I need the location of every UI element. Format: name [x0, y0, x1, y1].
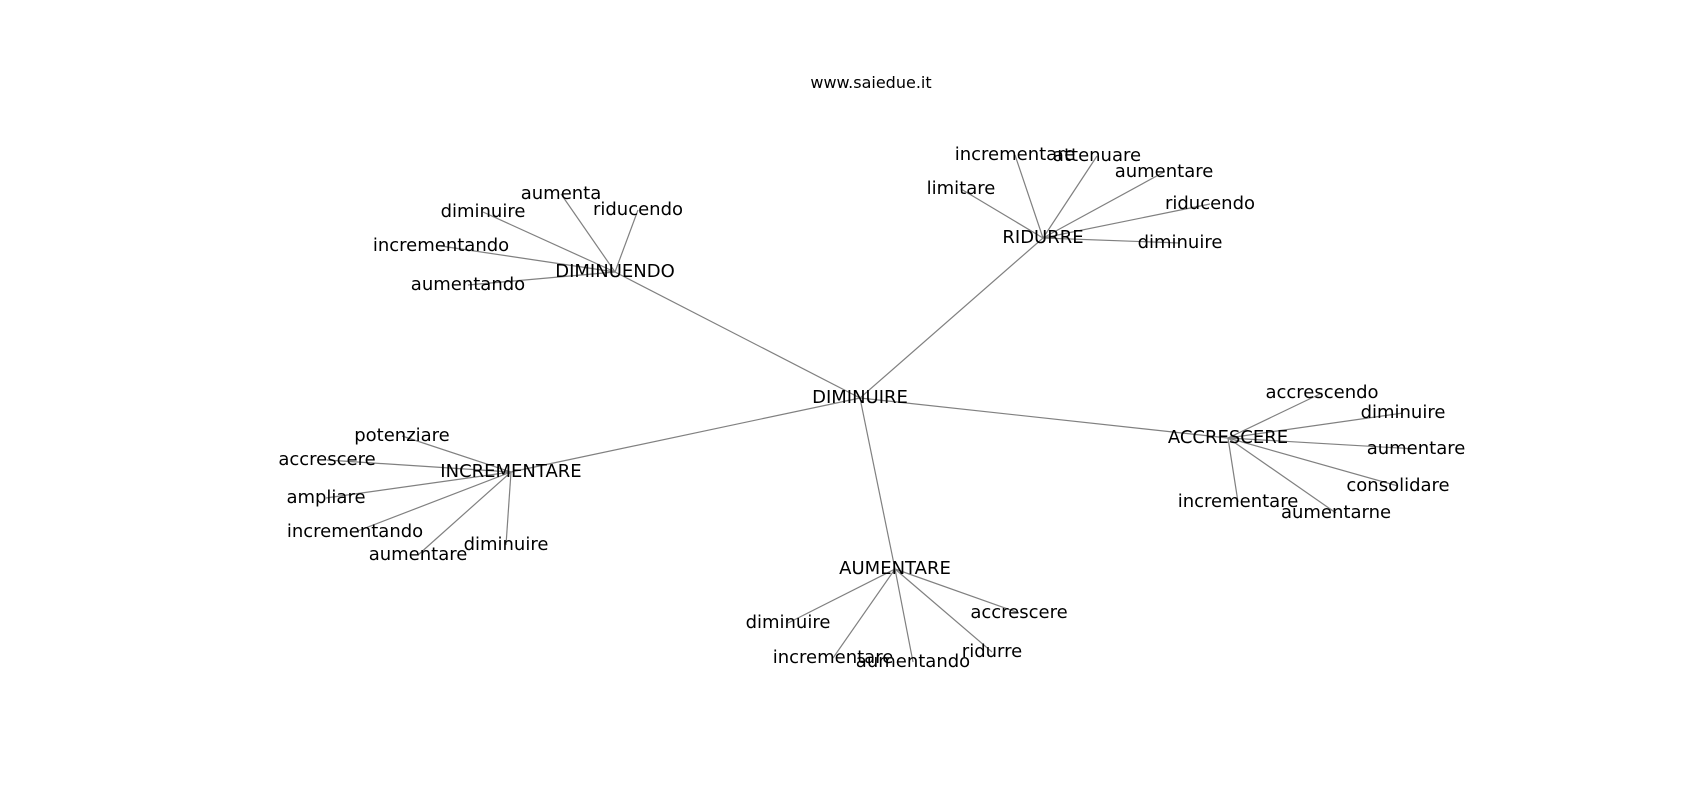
leaf-node-label: aumentando: [411, 274, 525, 295]
edge-hub-leaf: [505, 471, 512, 546]
leaf-node-label: incrementare: [773, 647, 894, 668]
leaf-node-label: consolidare: [1346, 475, 1449, 496]
leaf-node-label: accrescere: [278, 449, 375, 470]
leaf-node-label: aumentando: [856, 651, 970, 672]
leaf-node-label: diminuire: [746, 612, 831, 633]
edge-hub-leaf: [787, 568, 896, 624]
edge-hub-leaf: [417, 471, 512, 556]
leaf-node-label: aumentare: [369, 544, 468, 565]
edge-hub-leaf: [354, 471, 512, 533]
leaf-node-label: riducendo: [593, 199, 683, 220]
leaf-node-label: diminuire: [1138, 232, 1223, 253]
leaf-node-label: ampliare: [286, 487, 365, 508]
edge-hub-leaf: [440, 245, 616, 273]
edge-hub-leaf: [1227, 412, 1404, 439]
edge-hub-leaf: [1042, 203, 1211, 239]
edge-hub-leaf: [467, 271, 616, 286]
edge-hub-leaf: [1042, 155, 1098, 239]
leaf-node-label: incrementando: [373, 235, 509, 256]
edge-hub-leaf: [1227, 392, 1323, 439]
leaf-node-label: aumentare: [1115, 161, 1214, 182]
site-watermark: www.saiedue.it: [810, 73, 931, 92]
leaf-node-label: diminuire: [441, 201, 526, 222]
edge-layer: [325, 154, 1417, 663]
edge-hub-leaf: [960, 188, 1044, 239]
edge-center-hub: [614, 271, 861, 399]
edge-center-hub: [510, 397, 861, 473]
edge-hub-leaf: [832, 568, 896, 659]
edge-hub-leaf: [326, 459, 512, 473]
edge-hub-leaf: [894, 568, 1020, 614]
leaf-node-label: potenziare: [354, 425, 450, 446]
edge-center-hub: [859, 237, 1044, 399]
leaf-node-label: riducendo: [1165, 193, 1255, 214]
edge-hub-leaf: [1227, 437, 1417, 450]
edge-hub-leaf: [1227, 437, 1399, 487]
leaf-node-label: attenuare: [1053, 145, 1141, 166]
hub-node-label: DIMINUENDO: [555, 261, 675, 282]
edge-hub-leaf: [1227, 437, 1239, 503]
leaf-node-label: incrementare: [955, 144, 1076, 165]
leaf-node-label: aumentare: [1367, 438, 1466, 459]
leaf-node-label: limitare: [927, 178, 996, 199]
edge-hub-leaf: [1042, 171, 1165, 239]
edge-hub-leaf: [482, 211, 616, 273]
center-node-label: DIMINUIRE: [812, 387, 908, 408]
leaf-node-label: ridurre: [962, 641, 1022, 662]
edge-hub-leaf: [614, 209, 639, 273]
edge-center-hub: [859, 397, 1229, 439]
leaf-node-label: diminuire: [1361, 402, 1446, 423]
leaf-node-label: accrescere: [970, 602, 1067, 623]
edge-hub-leaf: [1014, 154, 1044, 239]
edge-hub-leaf: [325, 471, 512, 499]
leaf-node-label: aumenta: [521, 183, 602, 204]
edge-hub-leaf: [1042, 237, 1181, 244]
edge-center-hub: [859, 397, 896, 570]
edge-hub-leaf: [401, 435, 512, 473]
leaf-node-label: accrescendo: [1265, 382, 1378, 403]
leaf-node-label: incrementando: [287, 521, 423, 542]
leaf-node-label: diminuire: [464, 534, 549, 555]
leaf-node-label: incrementare: [1178, 491, 1299, 512]
hub-node-label: ACCRESCERE: [1168, 427, 1288, 448]
hub-node-label: RIDURRE: [1002, 227, 1083, 248]
edge-hub-leaf: [894, 568, 914, 663]
edge-hub-leaf: [560, 193, 616, 273]
hub-node-label: AUMENTARE: [839, 558, 951, 579]
hub-node-label: INCREMENTARE: [440, 461, 581, 482]
edge-hub-leaf: [894, 568, 993, 653]
edge-hub-leaf: [1227, 437, 1337, 514]
leaf-node-label: aumentarne: [1281, 502, 1391, 523]
